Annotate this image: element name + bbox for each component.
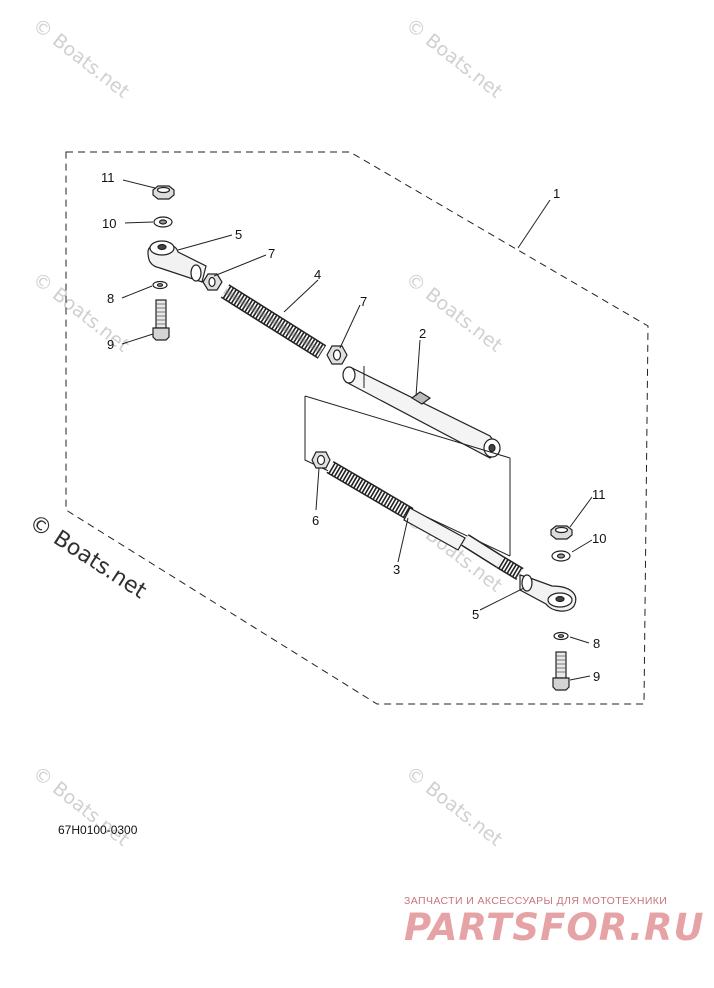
callout-5-lower: 5 (472, 607, 479, 622)
callout-8-upper: 8 (107, 291, 114, 306)
callout-9-lower: 9 (593, 669, 600, 684)
callout-2: 2 (419, 326, 426, 341)
callout-4: 4 (314, 267, 321, 282)
exploded-guide-lines (304, 395, 511, 557)
brand-tagline: ЗАПЧАСТИ И АКСЕССУАРЫ ДЛЯ МОТОТЕХНИКИ (404, 895, 668, 907)
callout-7-middle: 7 (360, 294, 367, 309)
callout-3: 3 (393, 562, 400, 577)
bolt-9-lower (552, 651, 570, 691)
washer-10-upper (153, 216, 173, 228)
hex-nut-7-middle (326, 345, 348, 365)
brand-logo[interactable]: PARTSFOR.RU (404, 906, 705, 949)
diagram-code: 67H0100-0300 (58, 823, 138, 837)
callout-11-lower: 11 (592, 487, 606, 502)
callout-11-upper: 11 (101, 170, 115, 185)
callout-10-lower: 10 (592, 531, 606, 546)
threaded-rod-4 (220, 284, 327, 359)
rod-end-5-upper (147, 240, 207, 283)
nut-11-upper (152, 185, 175, 200)
callout-1: 1 (553, 186, 560, 201)
callout-10-upper: 10 (102, 216, 116, 231)
threaded-rod-3 (326, 460, 524, 581)
tube-2 (342, 366, 501, 459)
callout-5-upper: 5 (235, 227, 242, 242)
hex-nut-7-upper (202, 273, 223, 291)
washer-8-lower (553, 631, 569, 641)
bolt-9-upper (152, 299, 170, 341)
callout-8-lower: 8 (593, 636, 600, 651)
callout-9-upper: 9 (107, 337, 114, 352)
rod-end-5-lower (519, 574, 577, 612)
nut-11-lower (550, 525, 573, 540)
callout-6: 6 (312, 513, 319, 528)
leader-lines (121, 179, 593, 681)
washer-10-lower (551, 550, 571, 562)
assembly-boundary (65, 151, 649, 705)
nut-6 (311, 451, 331, 469)
callout-7-upper: 7 (268, 246, 275, 261)
washer-8-upper (152, 280, 168, 290)
